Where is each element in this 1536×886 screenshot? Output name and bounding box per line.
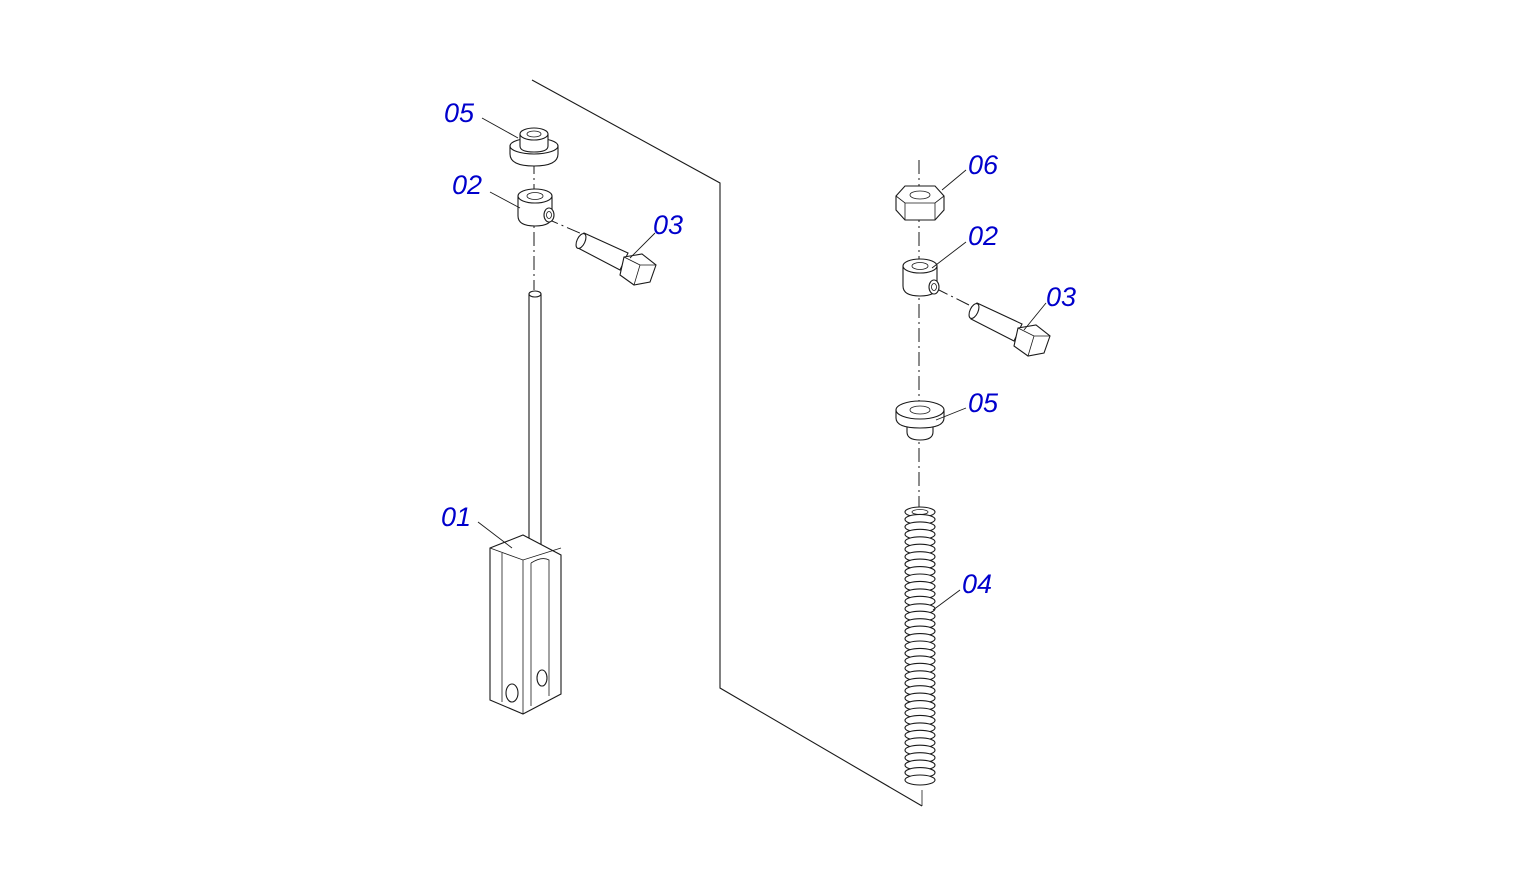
- part-05-bushing-right: [895, 400, 945, 441]
- callout-04: 04: [962, 569, 992, 599]
- assembly-outline: [531, 79, 923, 807]
- callout-03-left: 03: [653, 210, 683, 240]
- callout-03-right: 03: [1046, 282, 1076, 312]
- part-03-bolt-right: [968, 302, 1051, 357]
- callout-05-right: 05: [968, 388, 999, 418]
- spring-top-opening: [911, 509, 929, 515]
- part-02-collar-right: [902, 258, 940, 297]
- callout-06: 06: [968, 150, 999, 180]
- part-02-collar-left: [517, 188, 555, 227]
- callout-labels: 05 02 03 01 06 02 03 05 04: [441, 98, 1076, 599]
- spring-coil: [904, 774, 936, 786]
- callout-02-right: 02: [968, 221, 998, 251]
- callout-02-left: 02: [452, 170, 482, 200]
- part-06-hex-nut: [895, 185, 945, 221]
- part-03-bolt-left: [575, 232, 657, 286]
- part-01-rod-clevis: [489, 290, 562, 715]
- leader-lines: [477, 117, 1047, 611]
- callout-01: 01: [441, 502, 471, 532]
- callout-05-left: 05: [444, 98, 475, 128]
- part-05-bushing-left: [509, 127, 559, 167]
- part-04-spring: [904, 506, 936, 786]
